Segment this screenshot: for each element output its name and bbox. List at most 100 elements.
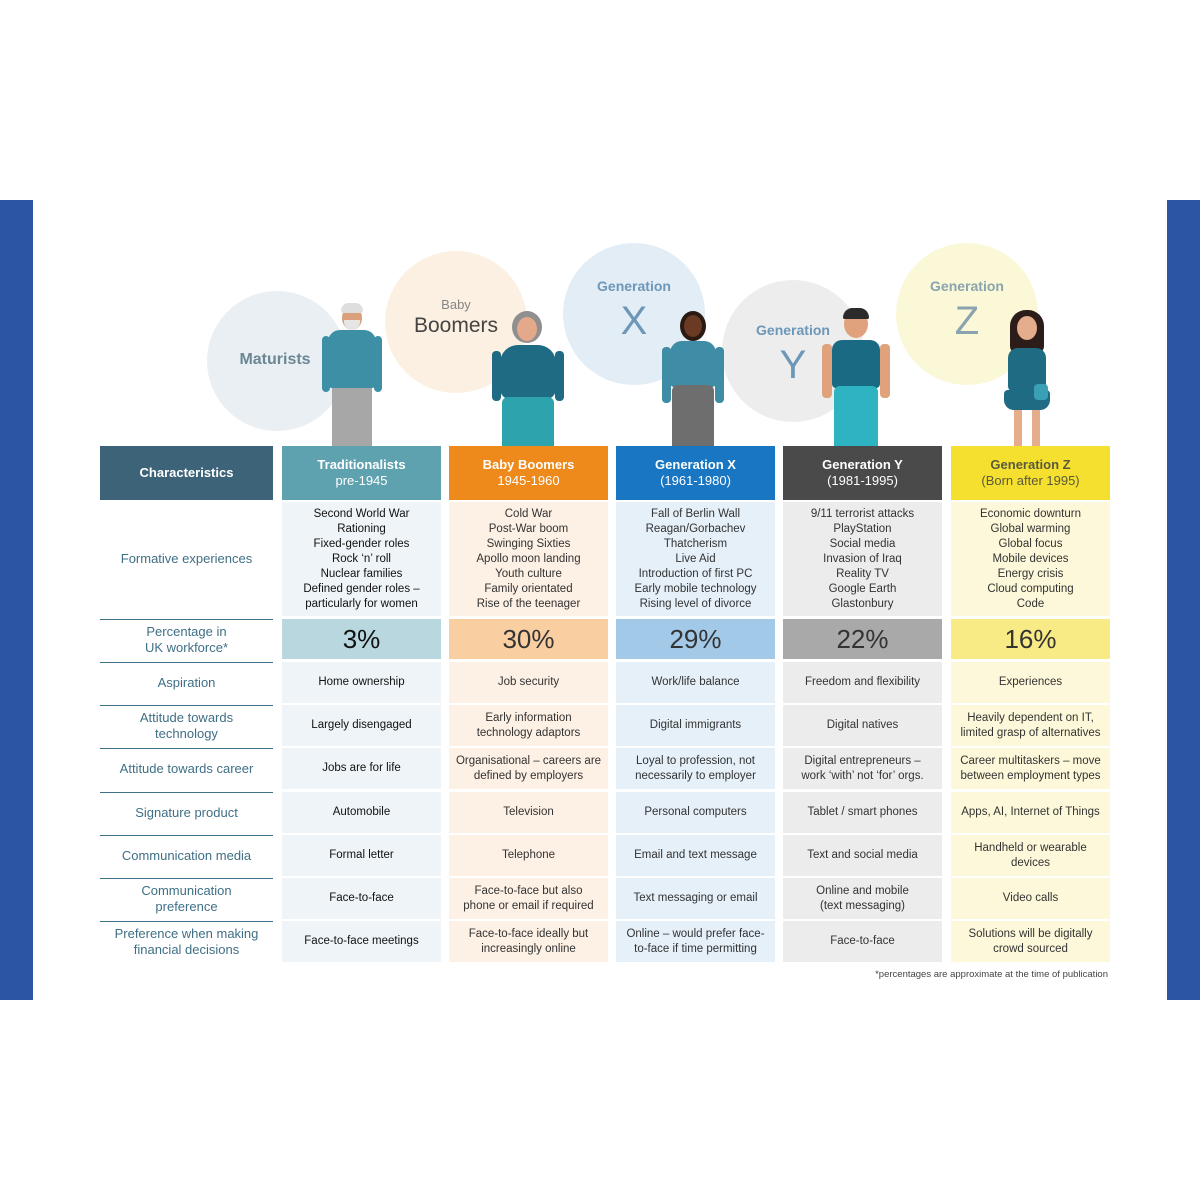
cell-line: Online and mobile	[816, 884, 909, 897]
cell-line: Nuclear families	[320, 567, 403, 580]
bubble-geny-letter: Y	[779, 343, 807, 387]
bubble-genx-letter: X	[620, 299, 648, 343]
cell-line: Energy crisis	[997, 567, 1064, 580]
cell-technology-3: Digital immigrants	[616, 705, 775, 746]
column-header-5: Generation Z(Born after 1995)	[951, 446, 1110, 500]
row-label-line: Communication	[141, 883, 232, 898]
row-label-aspiration: Aspiration	[100, 662, 273, 703]
cell-line: Google Earth	[828, 582, 897, 595]
cell-line: Largely disengaged	[311, 719, 412, 731]
cell-aspiration-4: Freedom and flexibility	[783, 662, 942, 703]
cell-line: necessarily to employer	[635, 769, 756, 782]
row-label-text: Communication media	[122, 848, 251, 864]
row-label-text: Signature product	[135, 805, 238, 821]
row-label-product: Signature product	[100, 792, 273, 833]
cell-commpref-3: Text messaging or email	[616, 878, 775, 919]
cell-line: Video calls	[1002, 892, 1059, 904]
cell-line: Reagan/Gorbachev	[645, 522, 746, 535]
footnote: *percentages are approximate at the time…	[875, 969, 1108, 980]
cell-line: limited grasp of alternatives	[960, 726, 1101, 739]
cell-line: Organisational – careers are	[455, 754, 602, 767]
cell-line: Formal letter	[329, 849, 394, 861]
characteristics-header: Characteristics	[100, 446, 273, 500]
column-header-3: Generation X(1961-1980)	[616, 446, 775, 500]
cell-line: Tablet / smart phones	[807, 806, 918, 818]
bubble-genx-small: Generation	[597, 278, 671, 294]
bubble-geny-small: Generation	[756, 322, 830, 338]
cell-commpref-5: Video calls	[951, 878, 1110, 919]
column-header-name: Generation X	[655, 457, 736, 472]
cell-media-3: Email and text message	[616, 835, 775, 876]
bubble-genz-letter: Z	[954, 299, 980, 343]
cell-line: Digital natives	[826, 719, 899, 731]
cell-line: Face-to-face	[830, 935, 895, 947]
row-label-line: Attitude towards	[139, 710, 234, 725]
cell-line: Face-to-face meetings	[304, 935, 419, 947]
cell-line: Work/life balance	[651, 676, 740, 688]
cell-product-4: Tablet / smart phones	[783, 792, 942, 833]
cell-commpref-4: Online and mobile(text messaging)	[783, 878, 942, 919]
cell-line: Home ownership	[318, 676, 405, 688]
cell-line: Post-War boom	[488, 522, 569, 535]
cell-line: Swinging Sixties	[486, 537, 571, 550]
cell-percentage-1: 3%	[282, 619, 441, 659]
row-label-career: Attitude towards career	[100, 748, 273, 789]
column-header-name: Traditionalists	[317, 457, 406, 472]
cell-line: Defined gender roles –	[303, 582, 420, 595]
characteristics-header-label: Characteristics	[139, 465, 234, 480]
cell-line: Early mobile technology	[634, 582, 757, 595]
cell-line: Cloud computing	[987, 582, 1074, 595]
cell-line: Reality TV	[836, 567, 889, 580]
row-label-line: UK workforce*	[144, 639, 229, 655]
cell-career-1: Jobs are for life	[282, 748, 441, 789]
column-header-years: (Born after 1995)	[981, 473, 1080, 488]
cell-technology-4: Digital natives	[783, 705, 942, 746]
cell-product-1: Automobile	[282, 792, 441, 833]
column-header-years: (1981-1995)	[827, 473, 898, 488]
cell-line: Youth culture	[495, 567, 562, 580]
cell-line: Rising level of divorce	[639, 597, 752, 610]
cell-line: Heavily dependent on IT,	[967, 711, 1094, 724]
row-label-line: technology	[155, 726, 218, 741]
cell-line: Automobile	[332, 806, 391, 818]
cell-line: Freedom and flexibility	[804, 676, 921, 688]
row-label-media: Communication media	[100, 835, 273, 876]
cell-aspiration-5: Experiences	[951, 662, 1110, 703]
column-header-4: Generation Y(1981-1995)	[783, 446, 942, 500]
cell-line: PlayStation	[833, 522, 892, 535]
cell-product-5: Apps, AI, Internet of Things	[951, 792, 1110, 833]
cell-line: Invasion of Iraq	[823, 552, 902, 565]
boomer-person-icon	[490, 311, 566, 446]
cell-media-4: Text and social media	[783, 835, 942, 876]
cell-line: Early information	[485, 711, 572, 724]
cell-line: Fixed-gender roles	[313, 537, 410, 550]
cell-line: Apollo moon landing	[476, 552, 581, 565]
cell-line: Apps, AI, Internet of Things	[961, 806, 1100, 818]
cell-product-2: Television	[449, 792, 608, 833]
row-label-line: Signature product	[135, 805, 238, 820]
bubble-genz-small: Generation	[930, 278, 1004, 294]
cell-line: Family orientated	[484, 582, 573, 595]
cell-aspiration-2: Job security	[449, 662, 608, 703]
cell-line: Text and social media	[807, 849, 918, 861]
cell-line: devices	[1011, 856, 1050, 869]
cell-media-2: Telephone	[449, 835, 608, 876]
